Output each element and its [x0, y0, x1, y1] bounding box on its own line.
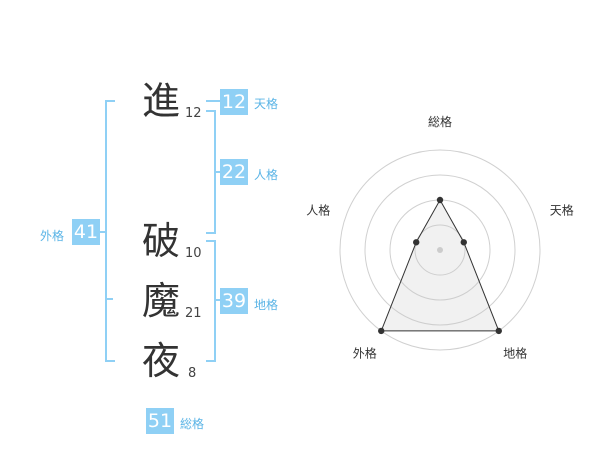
stroke-count-2: 10	[185, 246, 202, 261]
name-char-3: 魔	[142, 279, 181, 323]
name-char-2: 破	[142, 219, 181, 263]
chikaku-label: 地格	[254, 298, 279, 312]
jinkaku-value: 22	[220, 159, 248, 185]
tenkaku-bracket	[206, 100, 220, 102]
radar-point-4	[378, 327, 385, 335]
jinkaku-connector	[216, 171, 220, 173]
tenkaku-value: 12	[220, 89, 248, 115]
radar-point-3	[495, 327, 502, 335]
radar-grid	[339, 149, 541, 351]
radar-point-5	[413, 239, 420, 246]
name-char-1: 進	[142, 79, 181, 123]
stroke-count-3: 21	[185, 306, 202, 321]
radar-axis-label-3: 地格	[503, 346, 527, 361]
soukaku-value: 51	[146, 408, 174, 434]
gaikaku-connector	[99, 231, 105, 233]
jinkaku-bracket	[206, 110, 216, 234]
radar-axis-label-1: 総格	[428, 114, 452, 129]
name-char-4: 夜	[142, 339, 181, 383]
gaikaku-bracket	[105, 100, 115, 362]
chikaku-value: 39	[220, 288, 248, 314]
radar-center	[437, 247, 443, 253]
radar-polygon	[380, 198, 500, 332]
stroke-count-1: 12	[185, 106, 202, 121]
radar-points	[378, 196, 502, 335]
radar-ring-3	[364, 174, 516, 326]
radar-point-1	[436, 196, 444, 204]
radar-axis-label-5: 人格	[306, 202, 330, 217]
radar-point-2	[460, 239, 467, 246]
gaikaku-bracket-mid	[105, 298, 113, 300]
chikaku-bracket	[206, 240, 216, 362]
radar-area	[380, 198, 500, 332]
soukaku-label: 総格	[180, 417, 205, 431]
jinkaku-label: 人格	[254, 168, 279, 182]
radar-ring-4	[339, 149, 541, 351]
stroke-count-4: 8	[188, 366, 197, 381]
radar-axis-label-2: 天格	[550, 202, 574, 217]
radar-axis-label-4: 外格	[353, 346, 377, 361]
radar-ring-1	[414, 224, 466, 276]
gaikaku-label: 外格	[40, 229, 65, 243]
tenkaku-label: 天格	[254, 97, 279, 111]
chikaku-connector	[216, 299, 220, 301]
gaikaku-value: 41	[72, 219, 100, 245]
